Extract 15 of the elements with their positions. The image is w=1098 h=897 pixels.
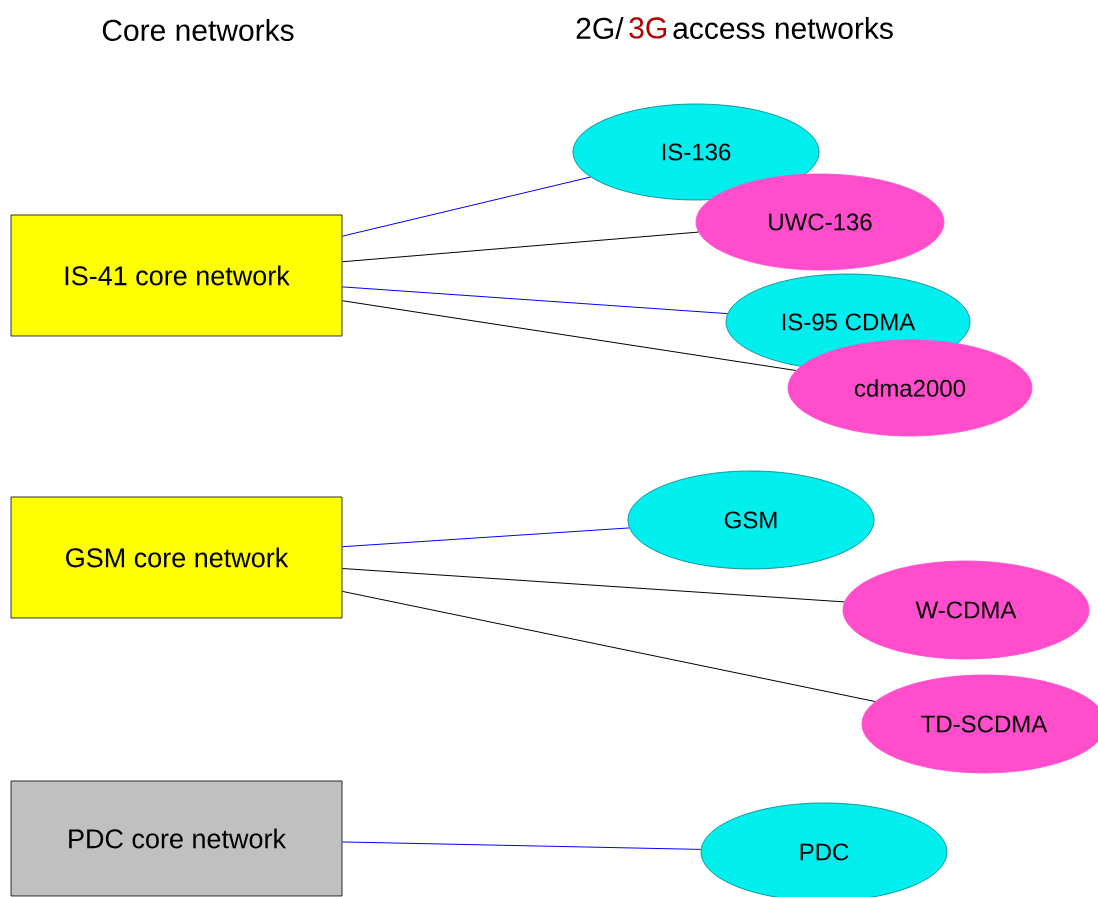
heading: 2G/ [576,16,624,39]
connector-line [341,527,630,548]
connector-line [341,841,702,850]
heading: access networks [673,16,893,39]
core-network-box: PDC core network [10,780,343,897]
connector-line [341,231,699,263]
connector-line [341,590,876,702]
heading: 3G [629,17,666,39]
connector-line [341,300,797,371]
connector-line [341,286,728,315]
core-network-box: GSM core network [10,496,343,619]
connector-line [341,568,845,603]
heading: Core networks [102,19,294,41]
core-network-box: IS-41 core network [10,214,343,337]
connector-line [341,176,591,237]
